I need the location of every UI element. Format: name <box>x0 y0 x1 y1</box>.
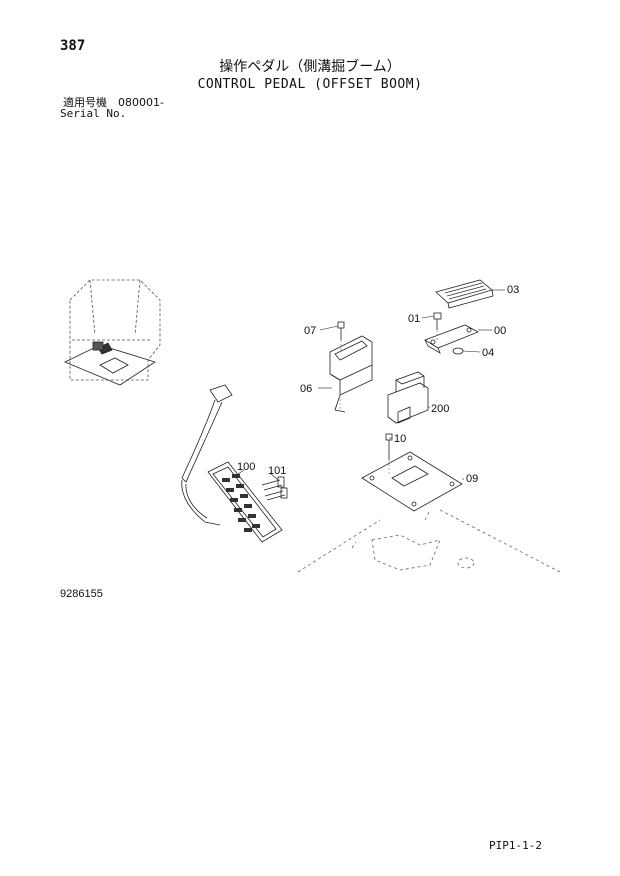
pedal-bracket-06 <box>329 335 373 413</box>
callout-10: 10 <box>394 433 406 445</box>
nut-04 <box>452 347 464 355</box>
bolt-07 <box>337 321 345 340</box>
callout-01: 01 <box>408 313 420 325</box>
serial-label-japanese: 適用号機 080001- <box>63 96 164 109</box>
cab-floor-plate <box>64 341 156 386</box>
pedal-plate-100 <box>207 461 283 543</box>
callout-04: 04 <box>482 347 494 359</box>
bracket-00 <box>424 324 479 354</box>
reference-number: 9286155 <box>60 588 103 600</box>
callout-200: 200 <box>431 403 449 415</box>
callout-101: 101 <box>268 465 286 477</box>
bolts-101 <box>261 476 288 501</box>
cab-overview-figure <box>69 279 161 381</box>
floor-plate-09 <box>361 451 463 512</box>
bolt-10 <box>385 433 393 460</box>
bolt-01 <box>433 312 442 330</box>
page-number: 387 <box>60 38 86 54</box>
callout-100: 100 <box>237 461 255 473</box>
page-title-japanese: 操作ペダル（側溝掘ブーム） <box>219 59 401 75</box>
cab-floor-outline <box>297 509 561 573</box>
pedal-lever-100 <box>181 384 233 526</box>
serial-label-english: Serial No. <box>60 107 127 120</box>
callout-03: 03 <box>507 284 519 296</box>
valve-200 <box>387 371 429 424</box>
leader-lines <box>237 289 505 481</box>
callout-07: 07 <box>304 325 316 337</box>
callout-00: 00 <box>494 325 506 337</box>
pedal-pad-03 <box>435 279 494 309</box>
page-code: PIP1-1-2 <box>489 839 542 852</box>
page-title-english: CONTROL PEDAL (OFFSET BOOM) <box>197 77 423 92</box>
callout-09: 09 <box>466 473 478 485</box>
callout-06: 06 <box>300 383 312 395</box>
